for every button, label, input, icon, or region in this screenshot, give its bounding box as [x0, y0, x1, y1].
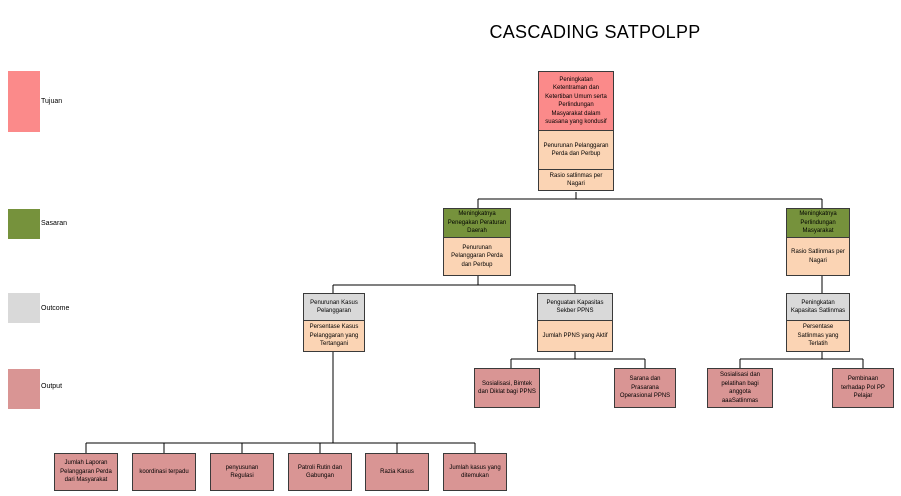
outcome-indicator-ppns: Jumlah PPNS yang Aktif	[537, 320, 613, 352]
output-box-kasus-laporan: Jumlah Laporan Pelanggaran Perda dari Ma…	[54, 453, 118, 491]
legend-swatch-output	[8, 369, 40, 409]
tujuan-indicator-1: Penurunan Pelanggaran Perda dan Perbup	[538, 130, 614, 170]
output-box-kasus-razia: Razia Kasus	[365, 453, 429, 491]
output-box-linmas-pelatihan: Sosialisasi dan pelatihan bagi anggota a…	[707, 368, 773, 408]
legend-label-output: Output	[41, 383, 63, 390]
legend-swatch-tujuan	[8, 71, 40, 132]
legend-label-tujuan: Tujuan	[41, 98, 63, 105]
output-box-linmas-pembinaan: Pembinaan terhadap Pol PP Pelajar	[832, 368, 894, 408]
sasaran-indicator-linmas: Rasio Satlinmas per Nagari	[786, 237, 850, 276]
output-box-ppns-sarana: Sarana dan Prasarana Operasional PPNS	[614, 368, 676, 408]
sasaran-box-perda: Meningkatnya Penegakan Peraturan Daerah	[443, 208, 511, 238]
tujuan-indicator-2: Rasio satlinmas per Nagari	[538, 169, 614, 191]
output-box-ppns-sosialisasi: Sosialisasi, Bimtek dan Diklat bagi PPNS	[474, 368, 540, 408]
sasaran-box-linmas: Meningkatnya Perlindungan Masyarakat	[786, 208, 850, 238]
output-box-kasus-regulasi: penyusunan Regulasi	[210, 453, 274, 491]
sasaran-indicator-perda: Penurunan Pelanggaran Perda dan Perbup	[443, 237, 511, 276]
legend-label-outcome: Outcome	[41, 305, 70, 312]
outcome-box-ppns: Penguatan Kapasitas Sekber PPNS	[537, 293, 613, 321]
outcome-indicator-linmas: Persentase Satlinmas yang Terlatih	[786, 320, 850, 352]
output-box-kasus-patroli: Patroli Rutin dan Gabungan	[288, 453, 352, 491]
outcome-box-kasus: Penurunan Kasus Pelanggaran	[303, 293, 365, 321]
diagram-title: CASCADING SATPOLPP	[489, 22, 701, 42]
tujuan-box: Peningkatan Ketentraman dan Ketertiban U…	[538, 71, 614, 131]
output-box-kasus-temuan: Jumlah kasus yang ditemukan	[443, 453, 507, 491]
legend-swatch-sasaran	[8, 209, 40, 239]
legend-label-sasaran: Sasaran	[41, 220, 68, 227]
legend-swatch-outcome	[8, 293, 40, 323]
outcome-indicator-kasus: Persentase Kasus Pelanggaran yang Tertan…	[303, 320, 365, 352]
output-box-kasus-koordinasi: koordinasi terpadu	[132, 453, 196, 491]
outcome-box-linmas: Peningkatan Kapasitas Satlinmas	[786, 293, 850, 321]
